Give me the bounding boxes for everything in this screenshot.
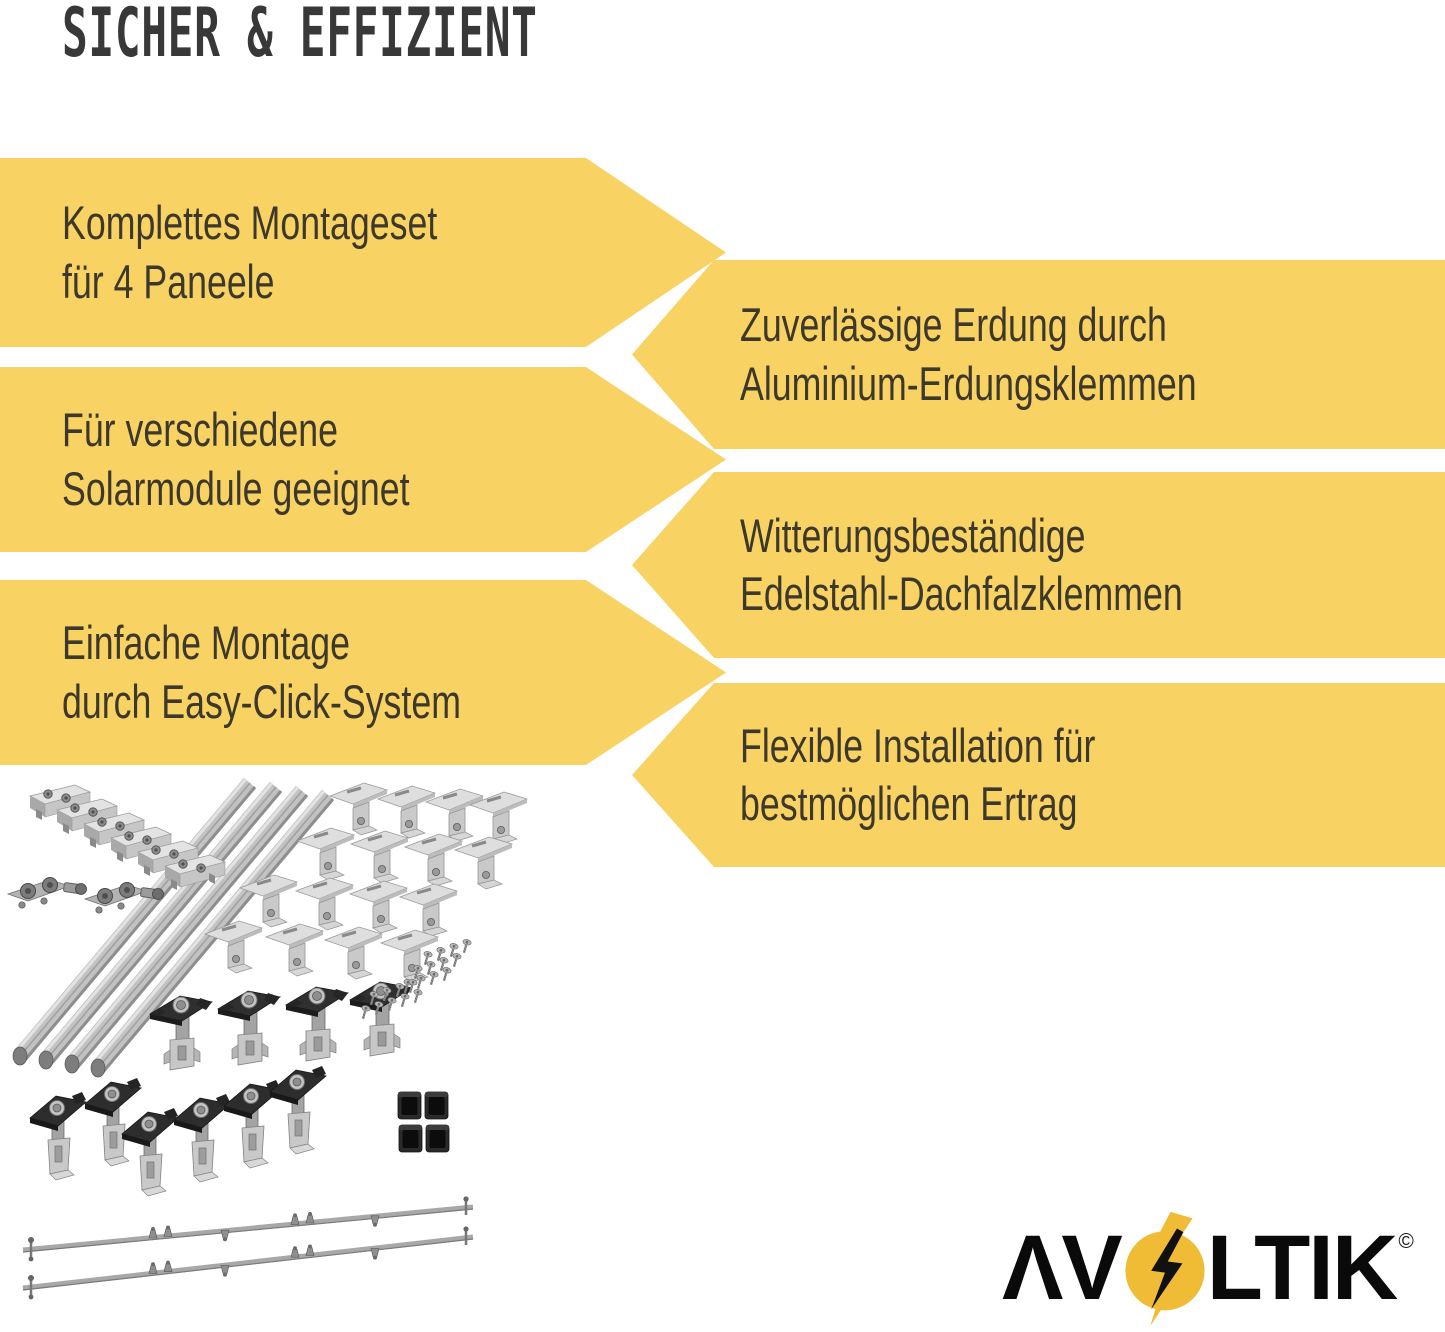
banner-text: Einfache Montage durch Easy-Click-System [62,614,461,731]
end-clamps [29,1065,327,1197]
brand-logo: ΛV LTIK © [1002,1206,1414,1330]
banner-line: Einfache Montage [62,616,350,670]
banner-text: Flexible Installation für bestmöglichen … [740,717,1095,834]
feature-banner-module-compatibility: Für verschiedene Solarmodule geeignet [0,367,726,552]
banner-line: Witterungsbeständige [740,508,1086,562]
banner-line: Solarmodule geeignet [62,461,410,515]
banner-line: durch Easy-Click-System [62,674,461,728]
banner-text: Zuverlässige Erdung durch Aluminium-Erdu… [740,296,1197,413]
cross-rods [22,1196,474,1300]
banner-line: für 4 Paneele [62,254,275,308]
banner-line: bestmöglichen Ertrag [740,777,1078,830]
banner-line: Edelstahl-Dachfalzklemmen [740,567,1183,620]
end-caps [397,1091,450,1153]
lightning-bolt-icon [1125,1211,1205,1326]
banner-line: Flexible Installation für [740,718,1096,772]
copyright-mark: © [1398,1230,1414,1253]
product-photo [7,777,529,1300]
feature-banner-grounding: Zuverlässige Erdung durch Aluminium-Erdu… [632,260,1445,449]
banner-line: Für verschiedene [62,403,338,457]
feature-banner-easy-click: Einfache Montage durch Easy-Click-System [0,580,726,765]
banner-line: Komplettes Montageset [62,196,438,250]
banner-line: Zuverlässige Erdung durch [740,298,1167,352]
banner-line: Aluminium-Erdungsklemmen [740,356,1197,410]
banner-text: Komplettes Montageset für 4 Paneele [62,194,437,311]
feature-banner-weatherproof: Witterungsbeständige Edelstahl-Dachfalzk… [632,472,1445,658]
banner-text: Für verschiedene Solarmodule geeignet [62,401,410,518]
page-title: SICHER & EFFIZIENT [62,0,538,73]
logo-text-ltik: LTIK [1206,1217,1399,1319]
logo-text-av: ΛV [1002,1217,1123,1319]
feature-banner-complete-set: Komplettes Montageset für 4 Paneele [0,158,726,347]
banner-text: Witterungsbeständige Edelstahl-Dachfalzk… [740,507,1183,624]
feature-banner-flexible-install: Flexible Installation für bestmöglichen … [632,683,1445,867]
